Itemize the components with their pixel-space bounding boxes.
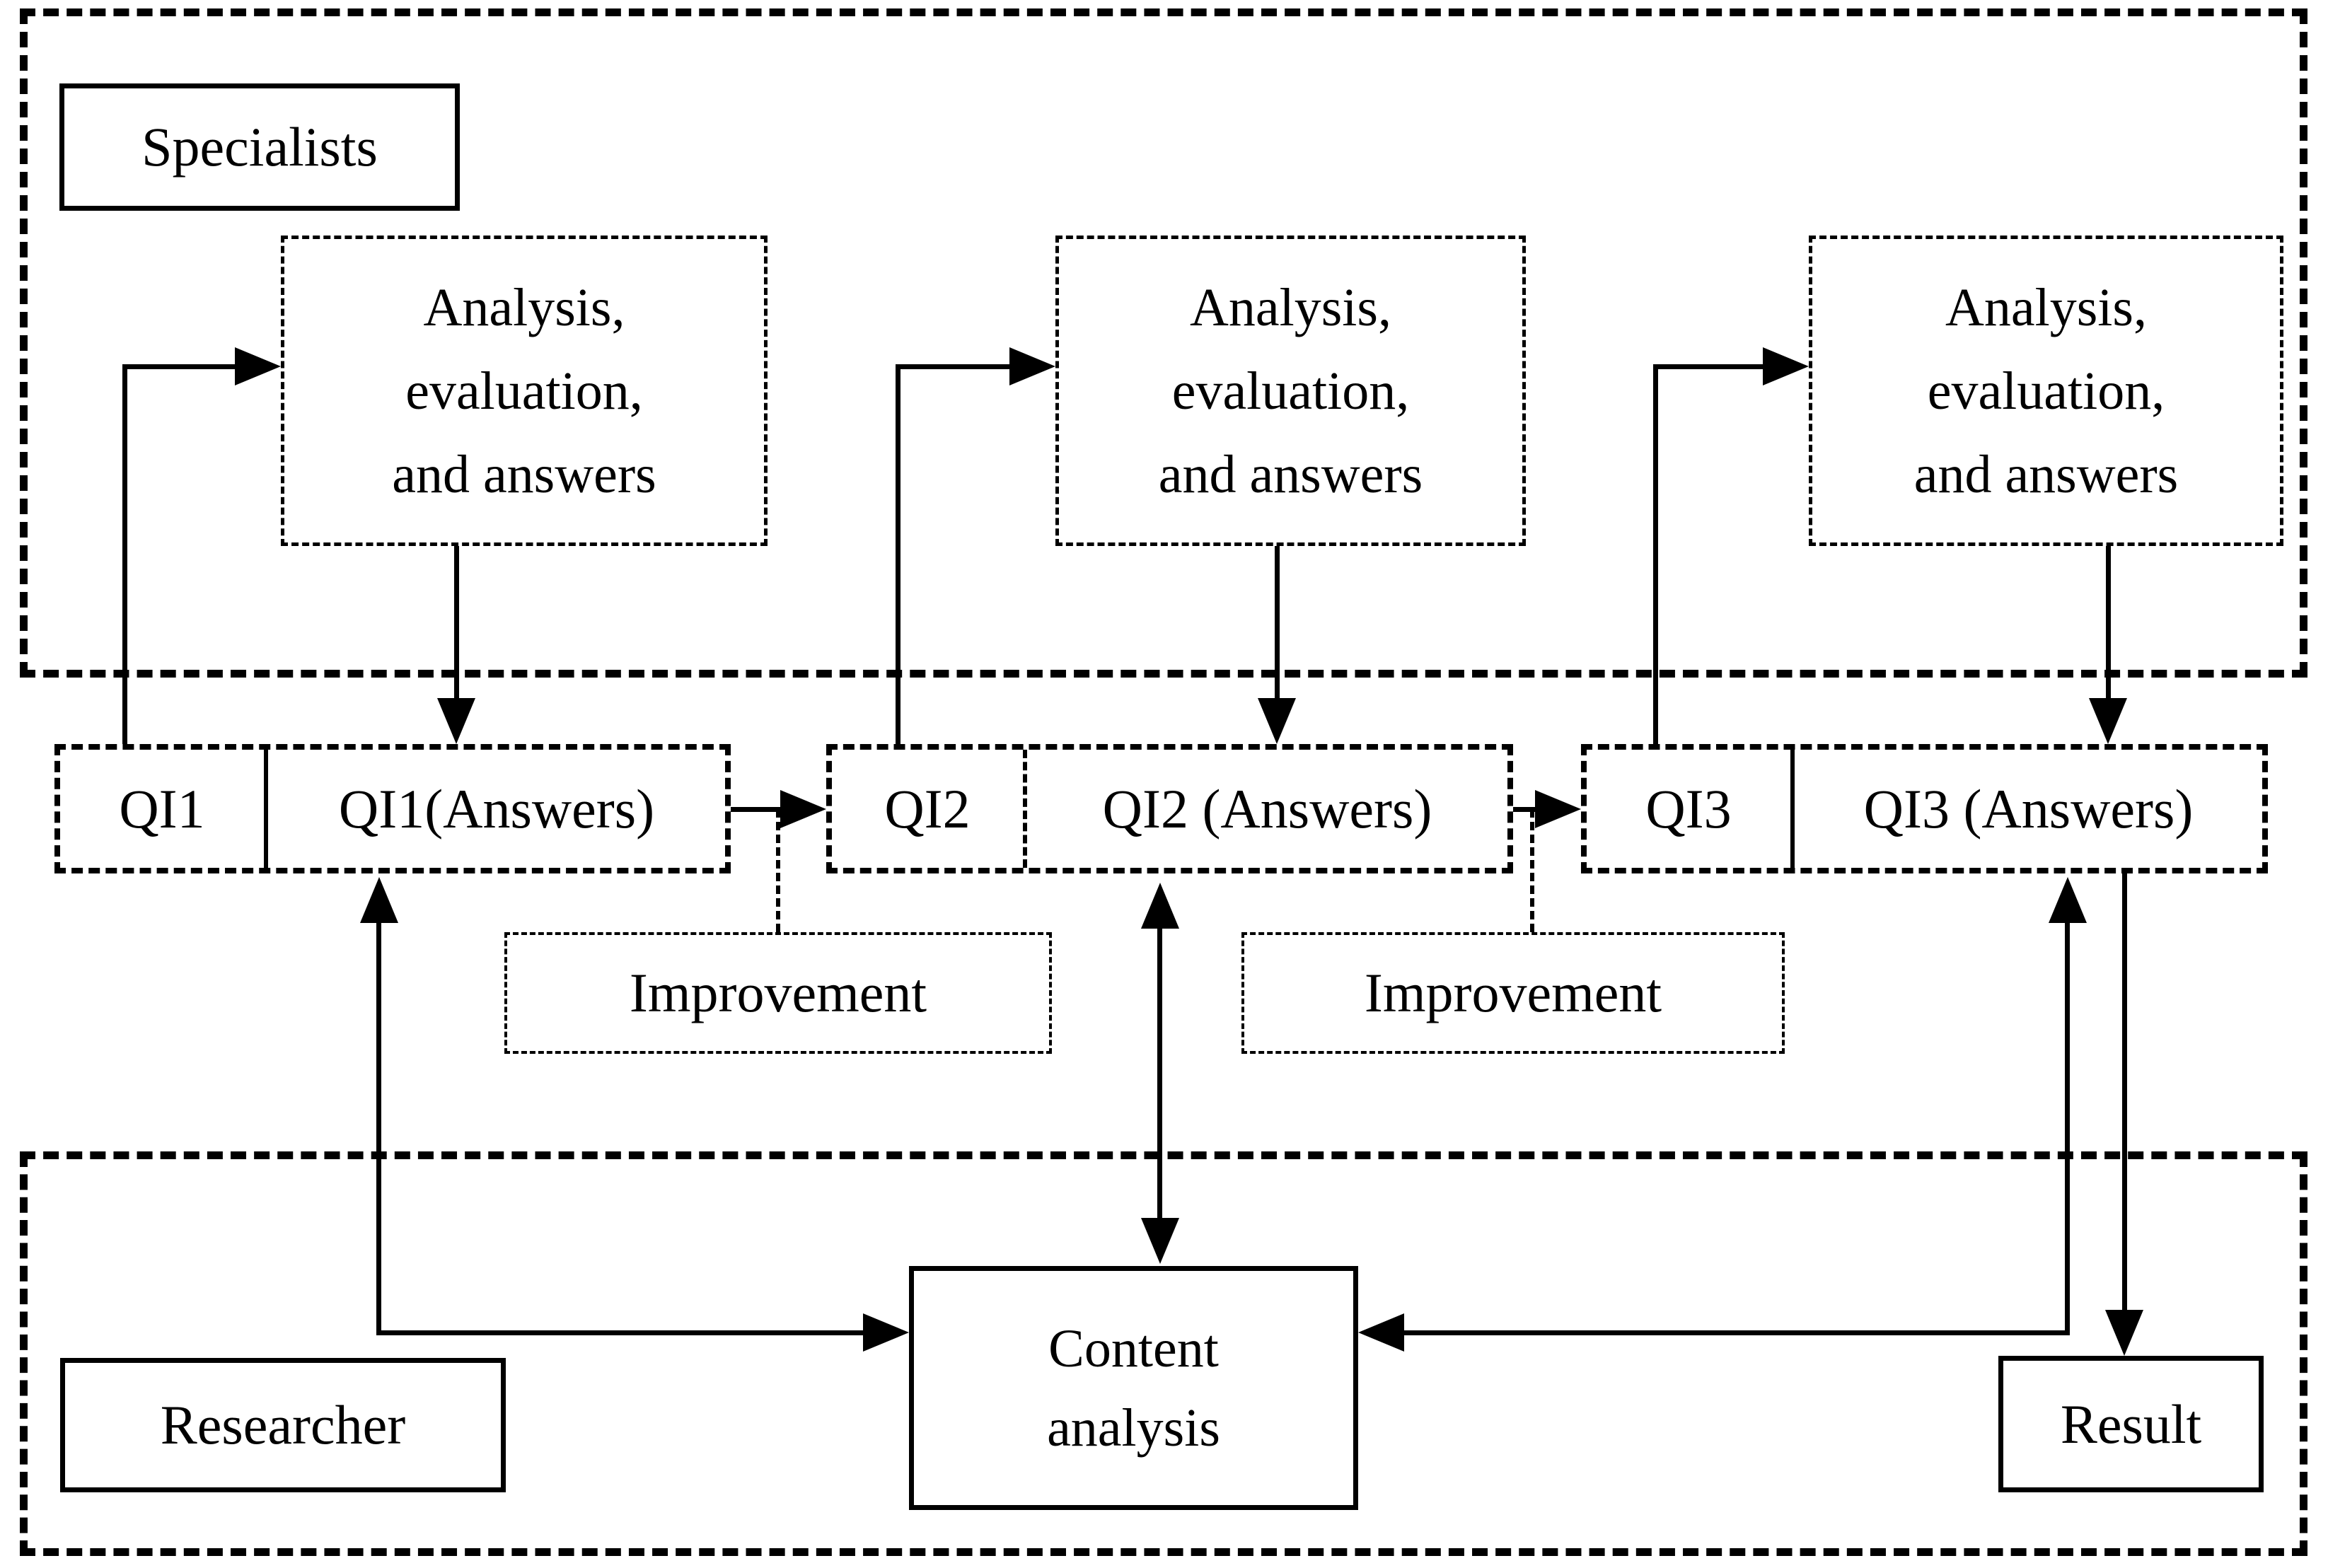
arrow-qi3-to-analysis3-vertical [1653, 364, 1658, 744]
arrow-qi2-to-analysis2-horizontal [896, 364, 1009, 369]
specialists-label: Specialists [141, 116, 378, 178]
specialists-region-border [20, 8, 2307, 678]
content-analysis-text: Content analysis [1047, 1309, 1220, 1468]
arrow-qi2-qi3-shaft [1513, 807, 1535, 812]
dashed-line-to-improvement-2 [1530, 809, 1534, 932]
improvement-1-label: Improvement [629, 962, 927, 1023]
arrow-analysis2-down-head-icon [1258, 698, 1296, 744]
arrow-qi1-to-analysis1-horizontal [122, 364, 235, 369]
improvement-box-1: Improvement [504, 932, 1052, 1054]
researcher-label-box: Researcher [60, 1358, 506, 1492]
qi1-answers-cell: QI1(Answers) [268, 750, 725, 868]
improvement-box-2: Improvement [1241, 932, 1785, 1054]
qi3-box: QI3 QI3 (Answers) [1581, 744, 2268, 873]
qi1-answers-label: QI1(Answers) [338, 777, 655, 840]
arrow-qi1-qi2-head-icon [780, 790, 826, 828]
qi3-question-cell: QI3 [1587, 750, 1795, 868]
specialists-label-box: Specialists [59, 83, 460, 211]
arrow-analysis3-down-head-icon [2089, 698, 2127, 744]
analysis-1-line-3: and answers [392, 444, 656, 504]
analysis-box-2: Analysis, evaluation, and answers [1055, 236, 1526, 546]
arrow-qi3-to-analysis3-head-icon [1763, 347, 1809, 385]
qi2-question-label: QI2 [884, 777, 971, 840]
analysis-box-3-text: Analysis, evaluation, and answers [1914, 266, 2179, 516]
researcher-region-border [20, 1151, 2307, 1556]
arrow-qi1-content-up-head-icon [360, 877, 398, 923]
arrow-analysis1-down-head-icon [437, 698, 475, 744]
analysis-1-line-1: Analysis, [423, 277, 625, 337]
arrow-qi3-content-horizontal [1404, 1330, 2070, 1335]
improvement-2-label: Improvement [1364, 962, 1662, 1023]
arrow-analysis3-down-shaft [2106, 546, 2111, 698]
arrow-qi1-content-right-head-icon [863, 1313, 909, 1352]
arrow-qi1-content-horizontal [376, 1330, 863, 1335]
arrow-qi2-to-analysis2-head-icon [1009, 347, 1055, 385]
analysis-3-line-3: and answers [1913, 444, 2179, 504]
arrow-qi2-content-up-head-icon [1141, 883, 1179, 929]
arrow-qi2-qi3-head-icon [1535, 790, 1581, 828]
dashed-line-to-improvement-1 [776, 809, 780, 932]
analysis-3-line-1: Analysis, [1945, 277, 2147, 337]
arrow-qi3-content-up-head-icon [2049, 877, 2087, 923]
arrow-qi3-content-left-head-icon [1358, 1313, 1404, 1352]
arrow-qi3-result-head-icon [2105, 1310, 2143, 1356]
arrow-qi1-to-analysis1-vertical [122, 364, 127, 744]
analysis-2-line-2: evaluation, [1171, 361, 1410, 421]
analysis-box-1: Analysis, evaluation, and answers [281, 236, 768, 546]
qi2-answers-cell: QI2 (Answers) [1027, 750, 1507, 868]
arrow-qi3-content-vertical [2065, 922, 2070, 1335]
content-analysis-line-2: analysis [1047, 1398, 1220, 1458]
qi3-question-label: QI3 [1645, 777, 1732, 840]
arrow-qi1-qi2-shaft [731, 807, 780, 812]
qi3-answers-cell: QI3 (Answers) [1795, 750, 2262, 868]
analysis-box-3: Analysis, evaluation, and answers [1809, 236, 2283, 546]
analysis-2-line-3: and answers [1158, 444, 1423, 504]
arrow-qi1-content-vertical [376, 922, 381, 1335]
analysis-1-line-2: evaluation, [405, 361, 643, 421]
analysis-box-2-text: Analysis, evaluation, and answers [1159, 266, 1423, 516]
researcher-label: Researcher [160, 1394, 406, 1456]
arrow-analysis1-down-shaft [454, 546, 459, 698]
qi1-question-cell: QI1 [60, 750, 268, 868]
arrow-qi3-result-shaft [2122, 873, 2127, 1310]
result-box: Result [1998, 1356, 2264, 1492]
analysis-box-1-text: Analysis, evaluation, and answers [392, 266, 656, 516]
qi1-box: QI1 QI1(Answers) [54, 744, 731, 873]
qi3-answers-label: QI3 (Answers) [1863, 777, 2194, 840]
arrow-qi2-content-shaft [1157, 927, 1162, 1218]
qi2-answers-label: QI2 (Answers) [1102, 777, 1432, 840]
qi2-question-cell: QI2 [832, 750, 1027, 868]
result-label: Result [2060, 1393, 2202, 1455]
analysis-2-line-1: Analysis, [1189, 277, 1391, 337]
qi1-question-label: QI1 [119, 777, 205, 840]
arrow-qi2-content-down-head-icon [1141, 1218, 1179, 1264]
arrow-qi1-to-analysis1-head-icon [235, 347, 281, 385]
arrow-qi2-to-analysis2-vertical [896, 364, 900, 744]
arrow-qi3-to-analysis3-horizontal [1653, 364, 1763, 369]
content-analysis-line-1: Content [1048, 1318, 1219, 1378]
qi2-box: QI2 QI2 (Answers) [826, 744, 1513, 873]
arrow-analysis2-down-shaft [1275, 546, 1280, 698]
analysis-3-line-2: evaluation, [1927, 361, 2165, 421]
content-analysis-box: Content analysis [909, 1266, 1358, 1510]
